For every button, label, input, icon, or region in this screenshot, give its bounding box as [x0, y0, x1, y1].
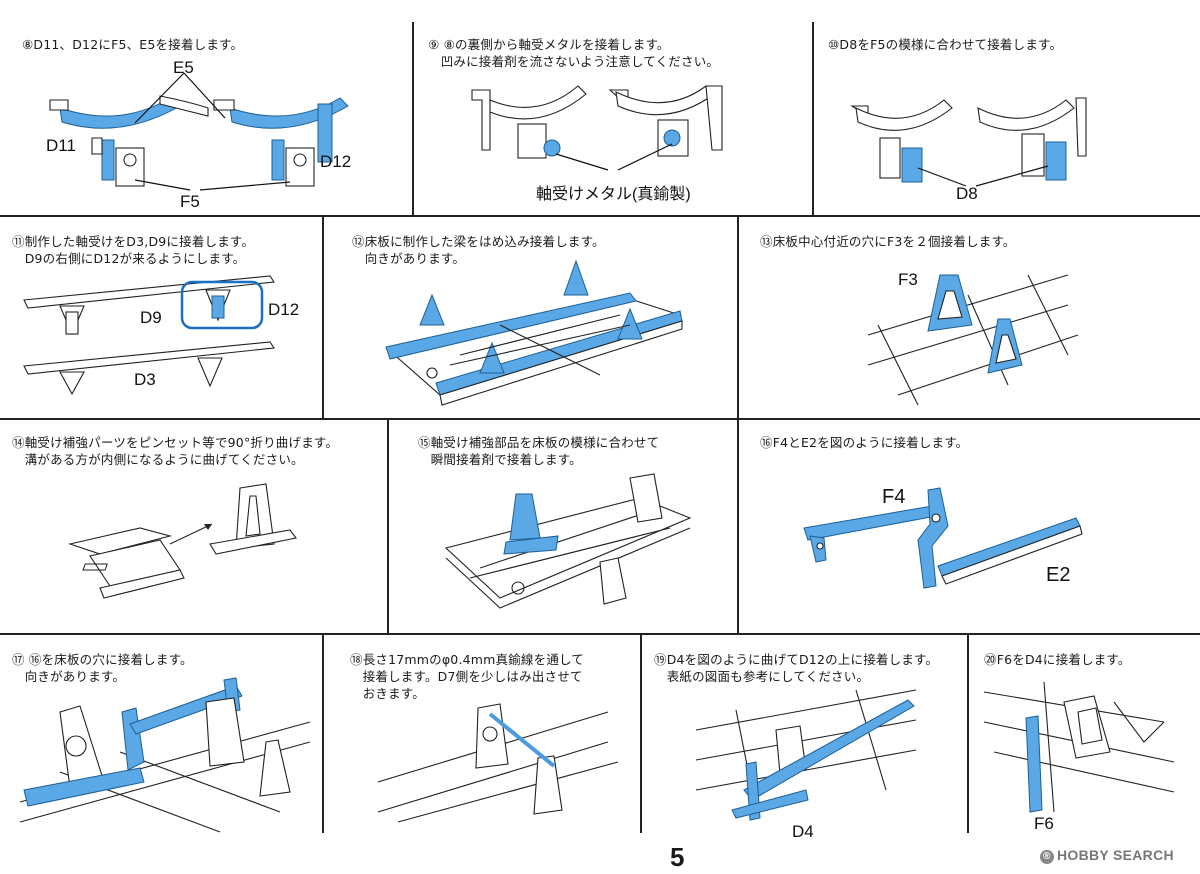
- step20-caption: ⑳F6をD4に接着します。: [984, 652, 1131, 667]
- step11-label-d9: D9: [140, 308, 162, 327]
- step20-illustration: [983, 681, 1175, 813]
- step11-label-d12: D12: [268, 300, 300, 319]
- step16-label-f4: F4: [882, 486, 906, 508]
- step9-label-metal: 軸受けメタル(真鍮製): [536, 186, 691, 203]
- step9-illustration: [471, 85, 723, 171]
- step17-caption: ⑰ ⑯を床板の穴に接着します。 向きがあります。: [12, 652, 193, 684]
- watermark-text: HOBBY SEARCH: [1057, 847, 1174, 863]
- step13-caption: ⑬床板中心付近の穴にF3を２個接着します。: [760, 234, 1016, 249]
- step16-label-e2: E2: [1046, 564, 1071, 586]
- step10-label-d8: D8: [956, 184, 978, 203]
- row-divider-2: [0, 418, 1200, 420]
- step8-illustration: [49, 72, 349, 191]
- col-divider-r4c: [967, 633, 969, 833]
- col-divider-r3b: [737, 418, 739, 633]
- col-divider-r4a: [322, 633, 324, 833]
- watermark-logo: ®HOBBY SEARCH: [1040, 847, 1174, 864]
- col-divider-r4b: [640, 633, 642, 833]
- step12-illustration: [385, 259, 683, 406]
- step14-caption: ⑭軸受け補強パーツをピンセット等で90°折り曲げます。 溝がある方が内側になるよ…: [12, 435, 339, 467]
- registered-badge: ®: [1040, 850, 1054, 864]
- step11-illustration: [23, 275, 275, 396]
- step15-caption: ⑮軸受け補強部品を床板の模様に合わせて 瞬間接着剤で接着します。: [418, 435, 660, 467]
- step16-illustration: [803, 487, 1083, 589]
- step19-illustration: [695, 689, 917, 821]
- step14-illustration: [67, 483, 297, 599]
- step18-caption: ⑱長さ17mmのφ0.4mm真鍮線を通して 接着します。D7側を少しはみ出させて…: [350, 652, 585, 701]
- step8-label-d11: D11: [46, 136, 76, 155]
- page-number: 5: [670, 842, 685, 872]
- step11-caption: ⑪制作した軸受けをD3,D9に接着します。 D9の右側にD12が来るようにします…: [12, 234, 255, 266]
- step15-illustration: [444, 473, 692, 609]
- step8-label-e5: E5: [173, 58, 194, 77]
- step20-label-f6: F6: [1034, 814, 1054, 833]
- row-divider-1: [0, 215, 1200, 217]
- step8-label-f5: F5: [180, 192, 200, 211]
- col-divider-r2a: [322, 215, 324, 418]
- step11-label-d3: D3: [134, 370, 156, 389]
- col-divider-r1a: [412, 22, 414, 215]
- col-divider-r1b: [812, 22, 814, 215]
- col-divider-r2b: [737, 215, 739, 418]
- row-divider-3: [0, 633, 1200, 635]
- step18-illustration: [377, 703, 619, 823]
- step16-caption: ⑯F4とE2を図のように接着します。: [760, 435, 969, 450]
- step17-illustration: [19, 677, 311, 833]
- step19-caption: ⑲D4を図のように曲げてD12の上に接着します。 表紙の図面も参考にしてください…: [654, 652, 939, 684]
- step13-illustration: [867, 274, 1079, 406]
- step8-label-d12: D12: [320, 152, 352, 171]
- step12-caption: ⑫床板に制作した梁をはめ込み接着します。 向きがあります。: [352, 234, 605, 266]
- step8-caption: ⑧D11、D12にF5、E5を接着します。: [22, 37, 244, 52]
- col-divider-r3a: [387, 418, 389, 633]
- step10-illustration: [850, 97, 1087, 187]
- step19-label-d4: D4: [792, 822, 814, 841]
- step9-caption: ⑨ ⑧の裏側から軸受メタルを接着します。 凹みに接着剤を流さないよう注意してくだ…: [428, 37, 720, 69]
- step10-caption: ⑩D8をF5の模様に合わせて接着します。: [828, 37, 1063, 52]
- step13-label-f3: F3: [898, 270, 918, 289]
